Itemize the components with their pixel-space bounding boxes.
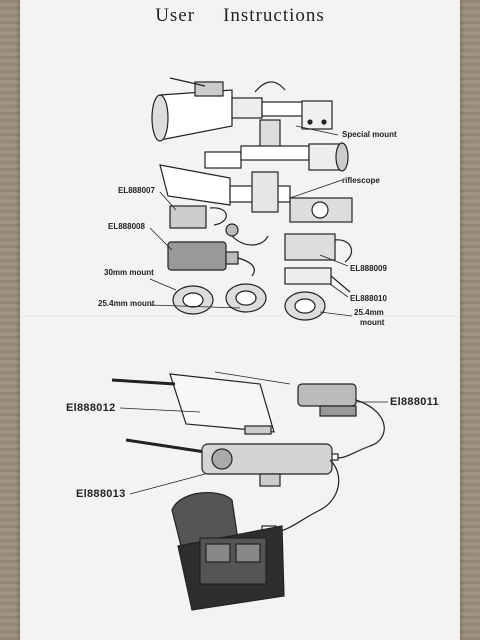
label-el888013: El888013 <box>76 488 126 500</box>
riflescope-drawing <box>159 164 353 223</box>
scope-rings-drawing <box>204 119 349 172</box>
label-el888009: EL888009 <box>350 264 387 273</box>
label-el888011: El888011 <box>390 396 439 408</box>
title-word-user: User <box>155 5 196 26</box>
special-mount-drawing <box>301 100 333 130</box>
label-25-4mm: 25.4mm <box>354 308 384 317</box>
25-4mm-mount-drawing-left <box>225 283 267 313</box>
label-riflescope: riflescope <box>342 176 380 185</box>
el888009-drawing <box>284 233 353 263</box>
label-special-mount: Special mount <box>342 130 397 139</box>
label-el888008: EL888008 <box>108 222 145 231</box>
el888007-drawing <box>169 205 269 246</box>
el888010-drawing <box>284 267 351 293</box>
25-4mm-mount-drawing-right <box>284 291 326 321</box>
large-scope-drawing <box>151 77 323 142</box>
label-30mm-mount: 30mm mount <box>104 268 154 277</box>
label-25-4mm-mount: 25.4mm mount <box>98 299 155 308</box>
title-word-instructions: Instructions <box>223 5 325 26</box>
label-el888012: El888012 <box>66 402 116 414</box>
paper-fold-line <box>20 316 460 318</box>
label-el888010: EL888010 <box>350 294 387 303</box>
el888012-drawing <box>111 371 291 435</box>
battery-case-drawing <box>171 492 285 611</box>
page-title: User Instructions <box>0 5 480 27</box>
label-el888007: EL888007 <box>118 186 155 195</box>
el888008-drawing <box>167 241 255 277</box>
30mm-mount-drawing <box>172 285 214 315</box>
label-mount: mount <box>360 318 385 327</box>
